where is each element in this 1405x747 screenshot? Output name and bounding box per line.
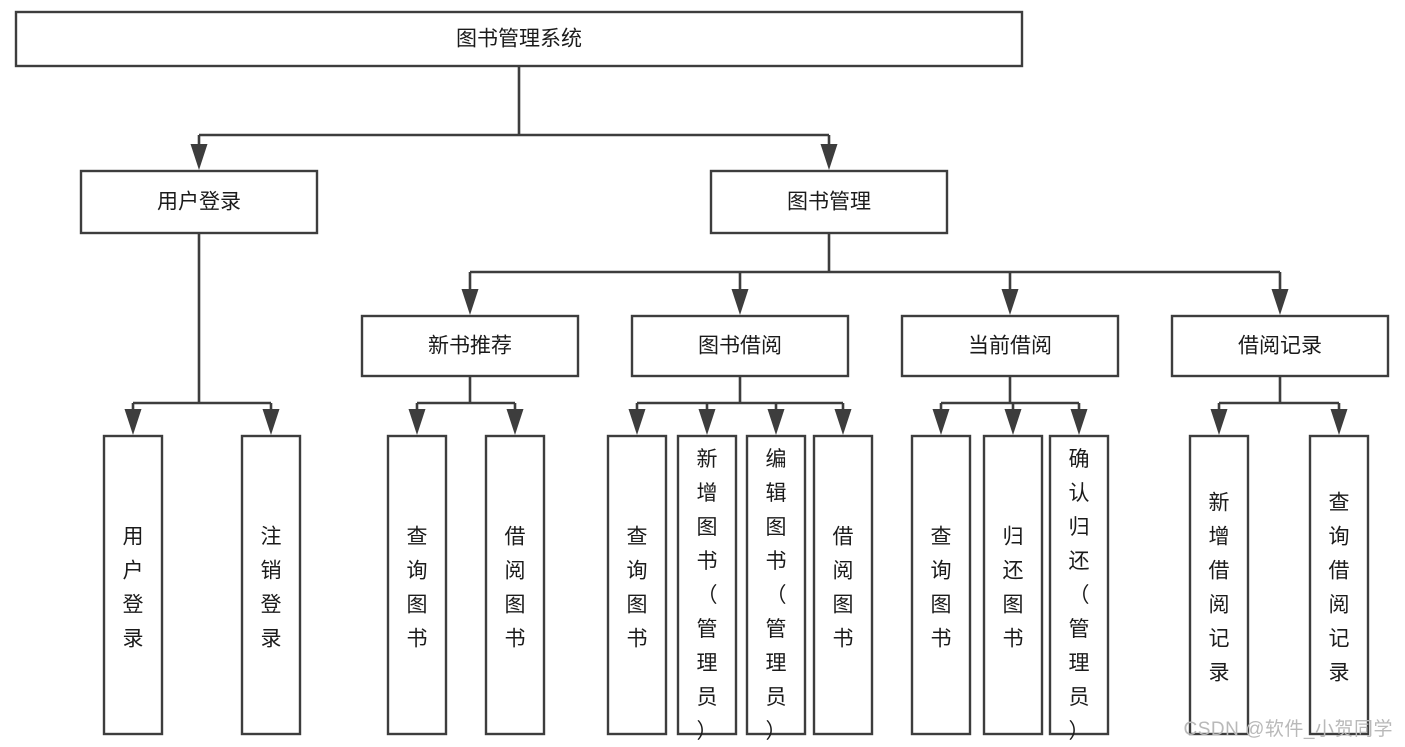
node-label: 借阅图书 — [505, 526, 526, 651]
node-leaf-logout[interactable]: 注销登录 — [240, 434, 302, 736]
node-label: 确认归还（管理员） — [1069, 448, 1090, 743]
arrow-head-icon — [731, 289, 749, 315]
node-box[interactable] — [484, 434, 546, 736]
arrow-head-icon — [820, 144, 838, 170]
node-label: 图书管理系统 — [456, 28, 582, 51]
node-leaf-user-login[interactable]: 用户登录 — [102, 434, 164, 736]
node-leaf-borrow-book[interactable]: 借阅图书 — [812, 434, 874, 736]
arrow-head-icon — [1004, 409, 1022, 435]
node-root[interactable]: 图书管理系统 — [14, 10, 1024, 68]
node-label: 查询借阅记录 — [1329, 492, 1350, 685]
node-label: 新书推荐 — [428, 335, 512, 358]
node-borrow[interactable]: 图书借阅 — [630, 314, 850, 378]
node-box[interactable] — [79, 169, 319, 235]
arrow-head-icon — [1330, 409, 1348, 435]
node-box[interactable] — [14, 10, 1024, 68]
node-leaf-query-record[interactable]: 查询借阅记录 — [1308, 434, 1370, 736]
node-login[interactable]: 用户登录 — [79, 169, 319, 235]
node-box[interactable] — [240, 434, 302, 736]
arrow-head-icon — [1001, 289, 1019, 315]
node-box[interactable] — [709, 169, 949, 235]
node-leaf-edit-book-admin[interactable]: 编辑图书（管理员） — [745, 434, 807, 743]
node-leaf-query-book-borrow[interactable]: 查询图书 — [606, 434, 668, 736]
arrow-head-icon — [262, 409, 280, 435]
arrow-head-icon — [767, 409, 785, 435]
node-box[interactable] — [982, 434, 1044, 736]
arrow-head-icon — [1210, 409, 1228, 435]
node-leaf-query-book-current[interactable]: 查询图书 — [910, 434, 972, 736]
node-box[interactable] — [812, 434, 874, 736]
node-leaf-add-book-admin[interactable]: 新增图书（管理员） — [676, 434, 738, 743]
arrow-head-icon — [190, 144, 208, 170]
nodes-layer: 图书管理系统用户登录图书管理新书推荐图书借阅当前借阅借阅记录用户登录注销登录查询… — [14, 10, 1390, 743]
arrow-head-icon — [834, 409, 852, 435]
node-label: 归还图书 — [1003, 526, 1024, 651]
node-label: 图书管理 — [787, 191, 871, 214]
node-box[interactable] — [606, 434, 668, 736]
node-records[interactable]: 借阅记录 — [1170, 314, 1390, 378]
node-label: 注销登录 — [261, 526, 282, 651]
node-box[interactable] — [1170, 314, 1390, 378]
arrow-head-icon — [408, 409, 426, 435]
node-newbook[interactable]: 新书推荐 — [360, 314, 580, 378]
node-label: 借阅记录 — [1238, 335, 1322, 358]
node-label: 查询图书 — [931, 526, 952, 651]
node-box[interactable] — [386, 434, 448, 736]
arrow-head-icon — [932, 409, 950, 435]
edges-layer — [124, 66, 1348, 435]
node-label: 用户登录 — [123, 526, 144, 651]
node-box[interactable] — [676, 434, 738, 736]
node-leaf-confirm-return-admin[interactable]: 确认归还（管理员） — [1048, 434, 1110, 743]
node-label: 新增图书（管理员） — [697, 448, 718, 743]
node-box[interactable] — [630, 314, 850, 378]
node-leaf-add-record[interactable]: 新增借阅记录 — [1188, 434, 1250, 736]
arrow-head-icon — [698, 409, 716, 435]
arrow-head-icon — [1271, 289, 1289, 315]
node-current[interactable]: 当前借阅 — [900, 314, 1120, 378]
node-label: 当前借阅 — [968, 335, 1052, 358]
node-label: 新增借阅记录 — [1209, 492, 1230, 685]
arrow-head-icon — [506, 409, 524, 435]
node-label: 查询图书 — [627, 526, 648, 651]
node-bookmgmt[interactable]: 图书管理 — [709, 169, 949, 235]
node-leaf-borrow-book-new[interactable]: 借阅图书 — [484, 434, 546, 736]
node-label: 查询图书 — [407, 526, 428, 651]
node-box[interactable] — [900, 314, 1120, 378]
node-box[interactable] — [745, 434, 807, 736]
node-label: 用户登录 — [157, 191, 241, 214]
node-box[interactable] — [1188, 434, 1250, 736]
node-box[interactable] — [1048, 434, 1110, 736]
node-label: 图书借阅 — [698, 335, 782, 358]
arrow-head-icon — [628, 409, 646, 435]
node-leaf-return-book[interactable]: 归还图书 — [982, 434, 1044, 736]
node-box[interactable] — [360, 314, 580, 378]
node-box[interactable] — [1308, 434, 1370, 736]
node-box[interactable] — [910, 434, 972, 736]
arrow-head-icon — [461, 289, 479, 315]
node-leaf-query-book-new[interactable]: 查询图书 — [386, 434, 448, 736]
node-box[interactable] — [102, 434, 164, 736]
node-label: 编辑图书（管理员） — [766, 448, 787, 743]
node-label: 借阅图书 — [833, 526, 854, 651]
arrow-head-icon — [1070, 409, 1088, 435]
arrow-head-icon — [124, 409, 142, 435]
